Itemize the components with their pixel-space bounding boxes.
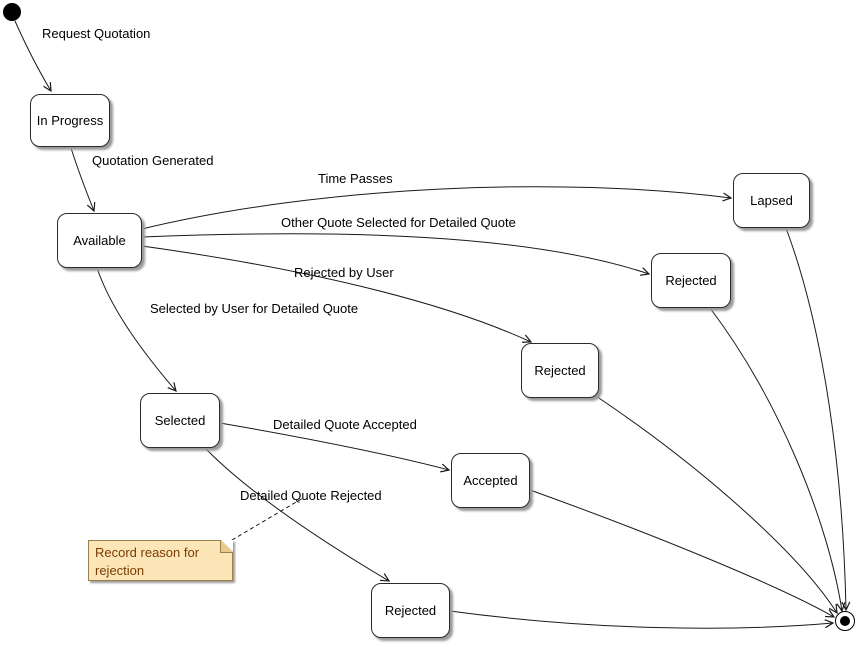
note-record-reason: Record reason for rejection <box>88 540 233 581</box>
edge-other-quote-selected <box>141 233 651 276</box>
edge-quotation-generated <box>70 147 96 213</box>
state-label: Available <box>73 233 126 248</box>
state-label: Accepted <box>463 473 518 488</box>
edge-request-quotation <box>14 20 52 93</box>
transition-label-rejected-by-user: Rejected by User <box>294 265 394 280</box>
state-label: Lapsed <box>750 193 793 208</box>
transition-label-request-quotation: Request Quotation <box>42 26 151 41</box>
state-rejected-detailed: Rejected <box>371 583 450 638</box>
transition-label-time-passes: Time Passes <box>318 171 393 186</box>
state-selected: Selected <box>140 393 220 448</box>
edge-accepted-to-final <box>529 489 836 618</box>
state-label: Rejected <box>534 363 586 378</box>
state-in-progress: In Progress <box>30 94 110 147</box>
state-lapsed: Lapsed <box>733 173 810 228</box>
initial-state <box>3 3 21 21</box>
final-state-dot <box>840 616 850 626</box>
edge-selected-by-user <box>96 267 177 393</box>
edge-rejected2-to-final <box>595 395 838 615</box>
state-rejected-by-user: Rejected <box>521 343 599 398</box>
note-text: Record reason for rejection <box>95 545 200 578</box>
transition-label-selected-by-user: Selected by User for Detailed Quote <box>150 301 359 316</box>
edge-rejected1-to-final <box>709 307 846 613</box>
edge-time-passes <box>141 186 733 230</box>
edge-lapsed-to-final <box>785 227 851 612</box>
state-label: Rejected <box>665 273 717 288</box>
transition-label-detailed-quote-rejected: Detailed Quote Rejected <box>240 488 382 503</box>
state-accepted: Accepted <box>451 453 530 508</box>
edge-rejected3-to-final <box>449 610 835 629</box>
transition-label-other-quote-selected: Other Quote Selected for Detailed Quote <box>281 215 516 230</box>
note-fold-icon <box>220 540 233 553</box>
transition-label-quotation-generated: Quotation Generated <box>92 153 214 168</box>
state-label: Rejected <box>384 603 437 618</box>
state-available: Available <box>57 213 142 268</box>
edge-detailed-quote-accepted <box>219 422 451 473</box>
edge-detailed-quote-rejected <box>204 447 391 582</box>
state-label: In Progress <box>36 113 104 128</box>
final-state <box>835 611 855 631</box>
edge-rejected-by-user <box>141 245 533 343</box>
state-rejected-other-quote: Rejected <box>651 253 731 308</box>
transition-label-detailed-quote-accepted: Detailed Quote Accepted <box>273 417 417 432</box>
state-label: Selected <box>154 413 206 428</box>
